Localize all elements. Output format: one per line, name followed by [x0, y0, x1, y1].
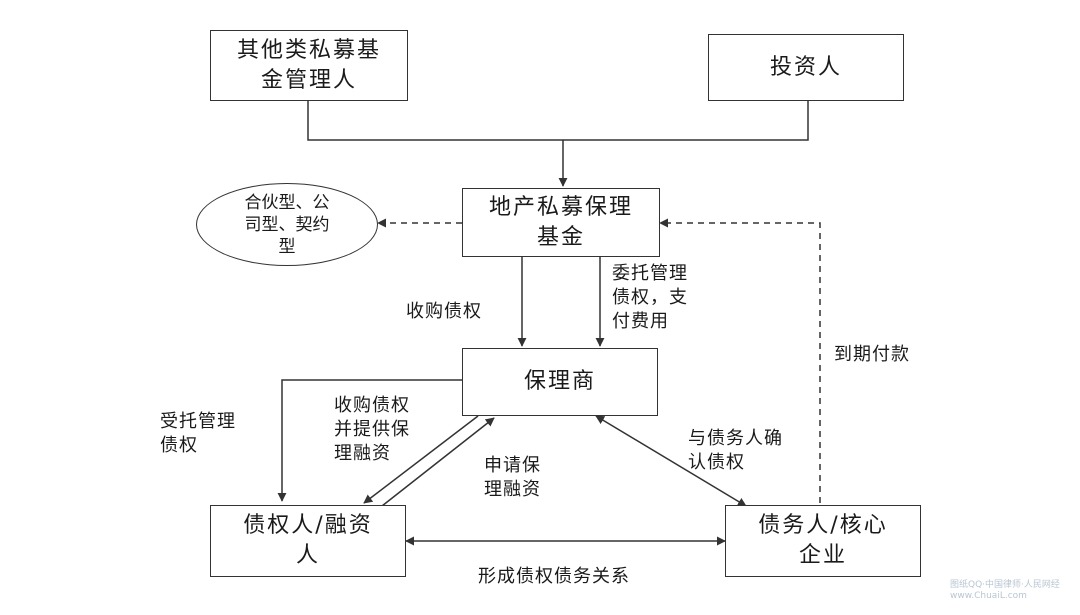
label-apply-finance: 申请保 理融资 — [484, 455, 541, 500]
node-investors: 投资人 — [708, 34, 904, 101]
label-form-relation: 形成债权债务关系 — [478, 566, 630, 587]
node-fund: 地产私募保理基金 — [462, 188, 660, 257]
arrow-debtor-to-fund-payment — [659, 218, 821, 503]
arrow-creditor-to-factor-apply — [381, 417, 495, 507]
node-debtor: 债务人/核心企业 — [725, 505, 921, 577]
arrow-factor-to-creditor-trust — [277, 379, 462, 502]
label-confirm-claims: 与债务人确 认债权 — [688, 428, 783, 473]
arrow-factor-to-creditor-finance — [363, 415, 479, 504]
label-acquire-claims: 收购债权 — [406, 301, 482, 322]
node-creditor: 债权人/融资人 — [210, 505, 406, 577]
label-entrust-manage: 委托管理 债权，支 付费用 — [612, 263, 688, 332]
node-other-managers: 其他类私募基金管理人 — [210, 30, 408, 101]
watermark: 图纸QQ·中国律师·人民网经 www.ChuaiL.com — [950, 580, 1060, 601]
node-fund-types: 合伙型、公司型、契约型 — [196, 183, 378, 266]
arrow-factor-debtor-confirm — [595, 415, 747, 507]
node-factor: 保理商 — [462, 348, 658, 416]
merge-line — [307, 101, 809, 141]
label-acquire-finance: 收购债权 并提供保 理融资 — [334, 395, 410, 464]
label-trustee-manage: 受托管理 债权 — [160, 411, 236, 456]
label-maturity-payment: 到期付款 — [834, 344, 910, 365]
